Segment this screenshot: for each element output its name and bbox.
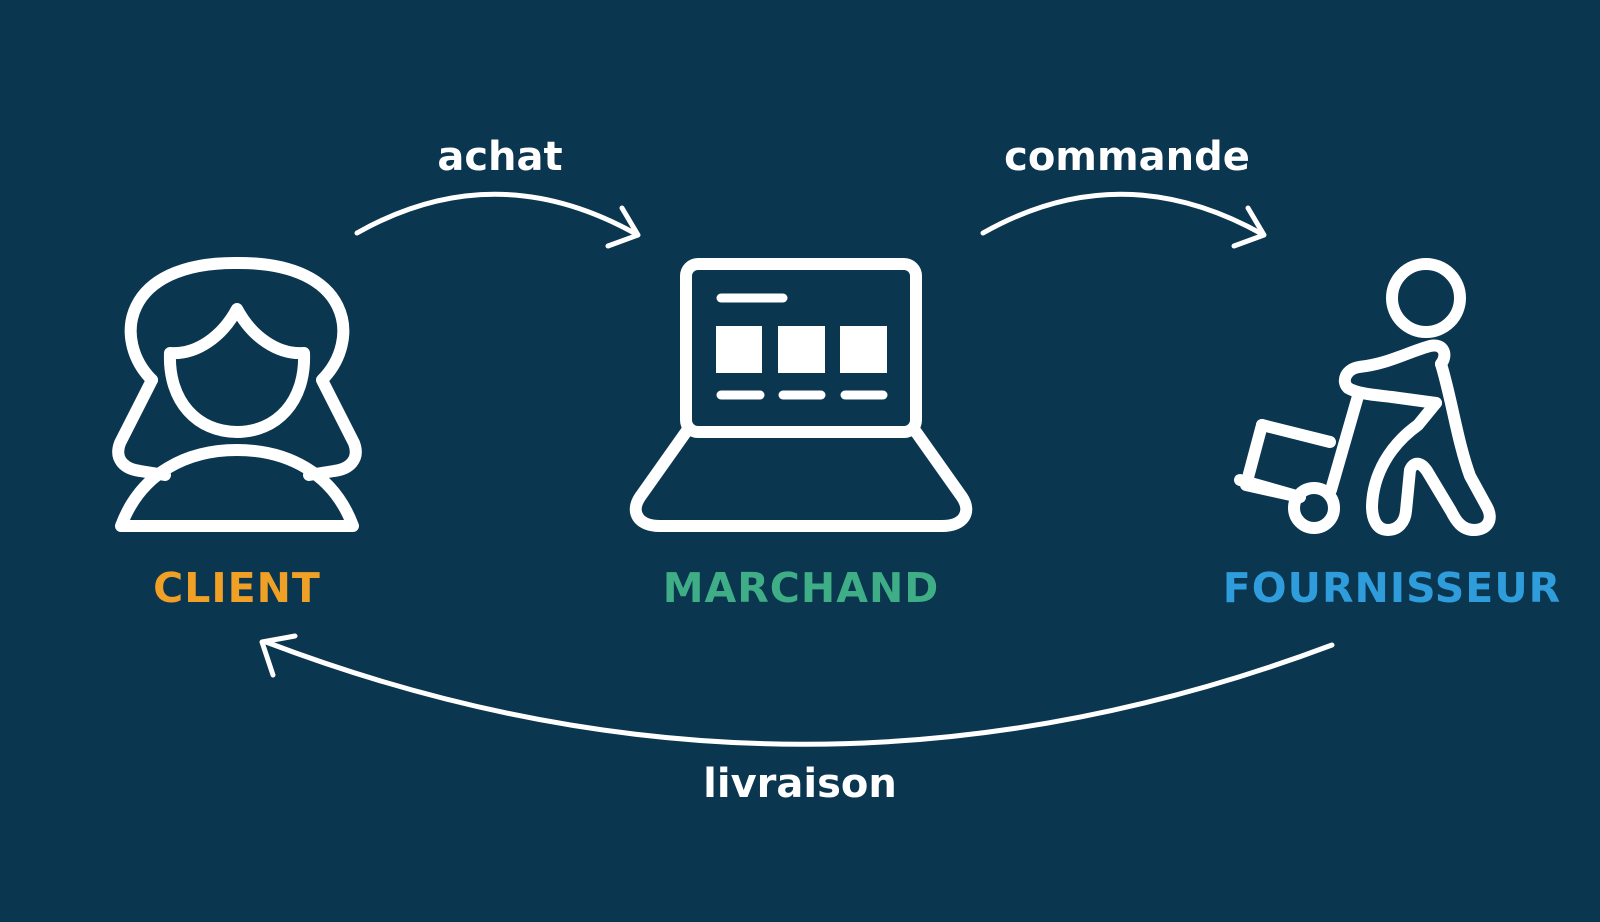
edge-label-livraison: livraison <box>703 761 897 807</box>
woman-user-icon <box>112 256 362 532</box>
node-label-fournisseur: FOURNISSEUR <box>1223 564 1561 612</box>
arrow-livraison <box>259 633 1335 747</box>
delivery-person-icon <box>1234 258 1496 536</box>
node-label-client: CLIENT <box>153 564 321 612</box>
arrow-commande <box>980 191 1267 249</box>
edge-label-commande: commande <box>1004 134 1250 180</box>
edge-label-achat: achat <box>437 134 562 180</box>
node-label-marchand: MARCHAND <box>663 564 940 612</box>
laptop-shop-icon <box>629 258 973 532</box>
arrow-achat <box>354 191 641 249</box>
